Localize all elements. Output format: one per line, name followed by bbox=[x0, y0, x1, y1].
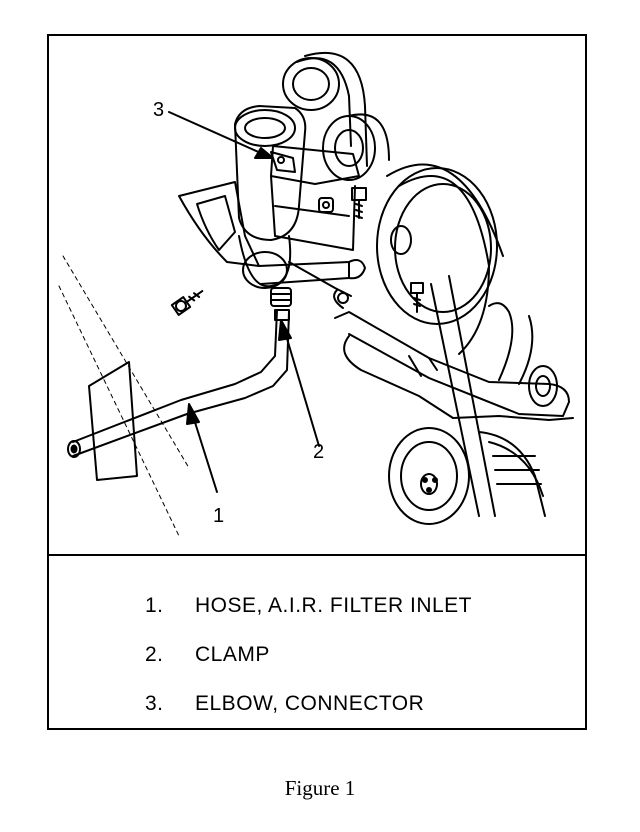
upper-pulleys bbox=[282, 51, 390, 181]
figure-frame: 1 2 3 1. HOSE, A.I.R. FILTER INLET 2. CL… bbox=[47, 34, 587, 730]
legend-number: 2. bbox=[145, 643, 164, 666]
bolts bbox=[170, 187, 424, 316]
callout-3: 3 bbox=[153, 99, 164, 121]
plane-guide-lines bbox=[58, 255, 190, 537]
legend-number: 1. bbox=[145, 594, 164, 617]
figure-caption: Figure 1 bbox=[284, 776, 356, 800]
air-pump bbox=[234, 105, 360, 289]
legend-divider bbox=[49, 554, 585, 556]
inlet-hose bbox=[67, 309, 290, 458]
leader-1 bbox=[192, 415, 218, 493]
elbow-connector bbox=[270, 151, 296, 173]
main-pulley bbox=[376, 163, 504, 517]
engine-diagram: 1 2 3 bbox=[58, 51, 574, 537]
legend-label: HOSE, A.I.R. FILTER INLET bbox=[195, 594, 472, 617]
parts-legend: 1. HOSE, A.I.R. FILTER INLET 2. CLAMP 3.… bbox=[49, 556, 585, 728]
callout-2: 2 bbox=[313, 441, 324, 463]
hose-flange bbox=[88, 361, 138, 481]
leader-3 bbox=[168, 111, 264, 155]
legend-label: CLAMP bbox=[195, 643, 270, 666]
legend-label: ELBOW, CONNECTOR bbox=[195, 692, 425, 715]
lower-pulley bbox=[388, 427, 546, 525]
callout-leaders bbox=[168, 111, 320, 493]
leader-2 bbox=[284, 331, 320, 447]
callout-1: 1 bbox=[213, 505, 224, 527]
air-pipe bbox=[333, 289, 574, 421]
hose-clamp bbox=[270, 287, 292, 321]
legend-number: 3. bbox=[145, 692, 164, 715]
